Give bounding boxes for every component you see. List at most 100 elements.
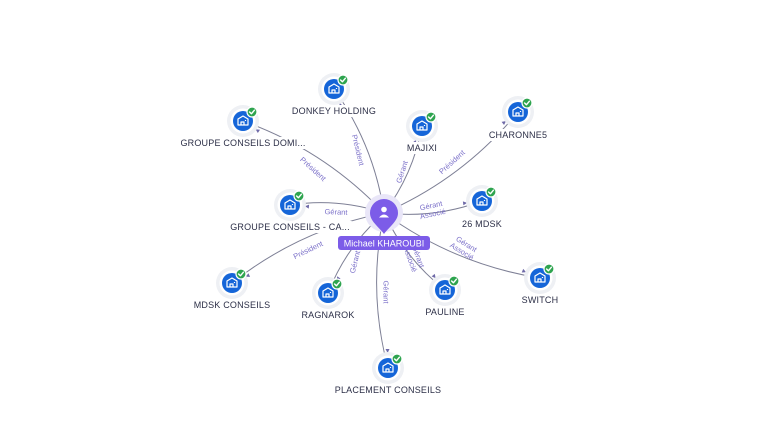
- label-bg: [227, 221, 353, 233]
- node-core: [472, 191, 492, 211]
- company-label: MAJIXI: [403, 142, 441, 154]
- edge-role-label: Président: [298, 155, 328, 184]
- person-name: Michael KHAROUBI: [344, 239, 425, 249]
- verified-check-icon: [293, 190, 305, 202]
- company-label: MDSK CONSEILS: [190, 299, 274, 311]
- company-node-pauline[interactable]: PAULINE: [422, 274, 468, 318]
- company-node-majixi[interactable]: MAJIXI: [403, 110, 441, 154]
- nodes-layer: DONKEY HOLDING GROUPE CONSEILS DOMI... MAJ…: [177, 73, 562, 396]
- verified-check-icon: [331, 278, 343, 290]
- edge-arrow: [431, 273, 436, 279]
- label-bg: [485, 129, 551, 141]
- verified-check-icon: [235, 268, 247, 280]
- company-name: DONKEY HOLDING: [292, 106, 376, 116]
- node-core: [530, 268, 550, 288]
- company-name: GROUPE CONSEILS - CA...: [230, 222, 350, 232]
- relation-edge-switch: GérantAssocié: [383, 212, 541, 279]
- verified-check-icon: [391, 353, 403, 365]
- edge-role-label: Gérant: [348, 249, 363, 274]
- verified-check-icon: [521, 97, 533, 109]
- label-bg: [518, 294, 562, 306]
- edge-line: [383, 212, 541, 279]
- building-icon: [534, 272, 546, 283]
- edge-line: [242, 120, 385, 214]
- building-icon: [512, 106, 524, 117]
- verified-check-icon: [543, 263, 555, 275]
- company-name: MDSK CONSEILS: [194, 300, 271, 310]
- label-bg: [422, 306, 468, 318]
- building-icon: [476, 195, 488, 206]
- company-label: DONKEY HOLDING: [288, 105, 380, 117]
- edge-arrow: [521, 268, 527, 273]
- edge-arrow: [385, 348, 390, 354]
- node-core: [508, 102, 528, 122]
- edge-arrow: [245, 273, 251, 277]
- building-icon: [439, 284, 451, 295]
- verified-check-icon: [485, 186, 497, 198]
- company-name: 26 MDSK: [462, 219, 502, 229]
- company-label: PLACEMENT CONSEILS: [331, 384, 445, 396]
- label-bg: [403, 142, 441, 154]
- company-node-26-mdsk[interactable]: 26 MDSK: [459, 185, 505, 230]
- company-label: GROUPE CONSEILS DOMI...: [177, 137, 309, 149]
- company-label: 26 MDSK: [459, 218, 505, 230]
- edge-role-label: GérantAssocié: [417, 198, 446, 221]
- building-icon: [284, 199, 296, 210]
- company-label: GROUPE CONSEILS - CA...: [227, 221, 353, 233]
- edge-role-label: Gérant: [382, 281, 391, 305]
- node-core: [233, 111, 253, 131]
- building-icon: [322, 287, 334, 298]
- node-core: [435, 280, 455, 300]
- building-icon: [226, 277, 238, 288]
- verified-check-icon: [246, 106, 258, 118]
- verified-check-icon: [337, 74, 349, 86]
- company-name: GROUPE CONSEILS DOMI...: [180, 138, 305, 148]
- edge-role-label: Président: [350, 134, 367, 168]
- center-label-bg: [338, 236, 430, 250]
- company-node-ragnarok[interactable]: RAGNAROK: [298, 277, 358, 321]
- label-bg: [288, 105, 380, 117]
- node-core: [412, 116, 432, 136]
- company-label: SWITCH: [518, 294, 562, 306]
- company-node-switch[interactable]: SWITCH: [518, 262, 562, 306]
- edge-arrow: [304, 204, 310, 209]
- edge-arrow: [255, 129, 261, 134]
- company-name: RAGNAROK: [301, 310, 354, 320]
- label-bg: [331, 384, 445, 396]
- label-bg: [459, 218, 505, 230]
- building-icon: [237, 115, 249, 126]
- company-name: PLACEMENT CONSEILS: [335, 385, 441, 395]
- company-name: CHARONNE5: [489, 130, 547, 140]
- relation-edge-groupe-conseils-domi: Président: [242, 120, 385, 214]
- verified-check-icon: [448, 275, 460, 287]
- label-bg: [177, 137, 309, 149]
- user-icon: [379, 206, 389, 218]
- node-core: [378, 358, 398, 378]
- edge-arrow: [462, 201, 468, 206]
- company-label: PAULINE: [422, 306, 468, 318]
- company-name: PAULINE: [425, 307, 464, 317]
- company-node-groupe-conseils-domi[interactable]: GROUPE CONSEILS DOMI...: [177, 105, 309, 149]
- edge-line: [383, 111, 519, 214]
- node-core: [222, 273, 242, 293]
- center-person-node[interactable]: Michael KHAROUBI: [338, 194, 430, 250]
- company-name: MAJIXI: [407, 143, 437, 153]
- edge-line: [231, 212, 385, 284]
- company-label: RAGNAROK: [298, 309, 358, 321]
- company-label: CHARONNE5: [485, 129, 551, 141]
- company-node-placement-conseils[interactable]: PLACEMENT CONSEILS: [331, 352, 445, 396]
- edge-role-label: Gérant: [394, 159, 410, 184]
- company-node-groupe-conseils-ca[interactable]: GROUPE CONSEILS - CA...: [227, 189, 353, 233]
- edge-arrow: [501, 121, 507, 126]
- node-core: [318, 283, 338, 303]
- company-node-donkey-holding[interactable]: DONKEY HOLDING: [288, 73, 380, 117]
- company-node-mdsk-conseils[interactable]: MDSK CONSEILS: [190, 267, 274, 311]
- edge-role-label: GérantAssocié: [448, 233, 480, 262]
- edge-role-label: Président: [437, 147, 467, 176]
- verified-check-icon: [425, 111, 437, 123]
- label-bg: [190, 299, 274, 311]
- building-icon: [382, 362, 394, 373]
- building-icon: [328, 83, 340, 94]
- company-node-charonne5[interactable]: CHARONNE5: [485, 96, 551, 141]
